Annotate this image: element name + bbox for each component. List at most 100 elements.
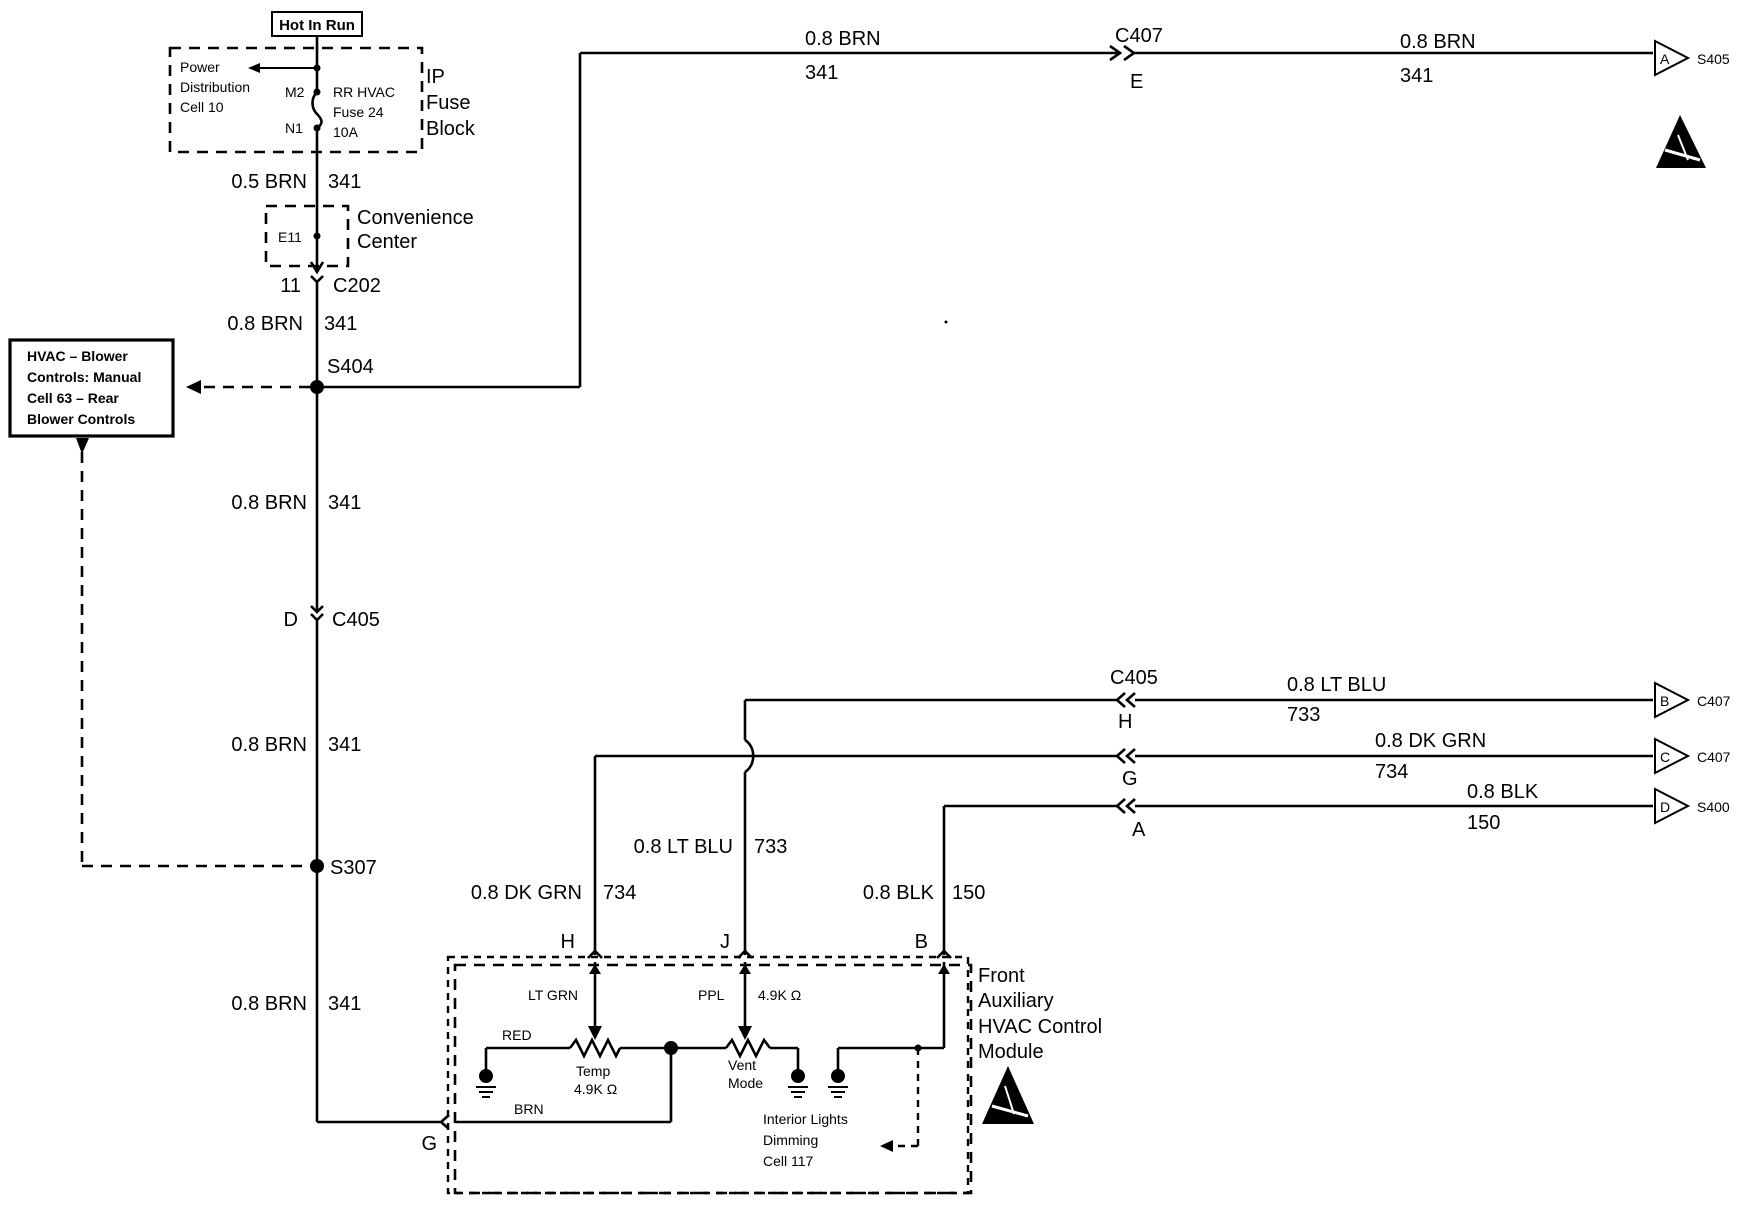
convenience-line-2: Center xyxy=(357,231,417,253)
w2-circuit: 341 xyxy=(324,313,357,335)
power-dist-line-1: Power xyxy=(180,59,220,75)
c405-connector-symbol xyxy=(310,605,324,614)
hvac-line-1: HVAC – Blower xyxy=(27,348,128,364)
w1-size: 0.5 BRN xyxy=(231,171,307,193)
module-title-4: Module xyxy=(978,1041,1044,1063)
dimming-line-1: Interior Lights xyxy=(763,1111,848,1127)
dkgrn-right-circuit: 734 xyxy=(1375,761,1408,783)
c405-mid-pin: D xyxy=(284,609,298,631)
blk-down-size: 0.8 BLK xyxy=(863,882,935,904)
ppl-label: PPL xyxy=(698,987,725,1003)
pin-m2: M2 xyxy=(285,84,305,100)
offpage-a-letter: A xyxy=(1660,51,1670,67)
pin-g-connector xyxy=(439,1114,450,1130)
top-right-circuit: 341 xyxy=(1400,65,1433,87)
blk-right-size: 0.8 BLK xyxy=(1467,781,1539,803)
hot-in-run-label: Hot In Run xyxy=(279,17,355,34)
c202-connector-symbol xyxy=(309,261,325,275)
fuse-block-line-2: Fuse xyxy=(426,92,470,114)
c405-right-label: C405 xyxy=(1110,667,1158,689)
dkgrn-down-circuit: 734 xyxy=(603,882,636,904)
module-title-3: HVAC Control xyxy=(978,1016,1102,1038)
convenience-center-outline xyxy=(264,204,350,268)
s307-label: S307 xyxy=(330,857,377,879)
top-left-size: 0.8 BRN xyxy=(805,28,881,50)
pin-h-right: H xyxy=(1118,711,1132,733)
hvac-line-2: Controls: Manual xyxy=(27,369,141,385)
esd-warning-icon xyxy=(1656,115,1706,168)
esd-warning-icon xyxy=(982,1066,1034,1124)
offpage-d-letter: D xyxy=(1660,799,1670,815)
dimming-line-3: Cell 117 xyxy=(763,1153,814,1169)
hvac-line-4: Blower Controls xyxy=(27,411,135,427)
pin-a-right: A xyxy=(1132,819,1146,841)
dkgrn-down-size: 0.8 DK GRN xyxy=(471,882,582,904)
ground-icon xyxy=(476,1069,496,1098)
fuse-line-1: RR HVAC xyxy=(333,84,395,100)
w5-circuit: 341 xyxy=(328,993,361,1015)
pin-11: 11 xyxy=(280,275,301,297)
w3-circuit: 341 xyxy=(328,492,361,514)
pin-b-mod: B xyxy=(915,931,928,953)
s404-splice xyxy=(310,380,324,394)
module-outline xyxy=(453,963,973,1195)
hvac-blower-controls-box xyxy=(8,338,175,438)
c407-top-label: C407 xyxy=(1115,25,1163,47)
vent-line-2: Mode xyxy=(728,1075,763,1091)
brn-label: BRN xyxy=(514,1101,544,1117)
offpage-b-ref: C407 xyxy=(1697,693,1731,709)
temp-line-1: Temp xyxy=(576,1063,610,1079)
ltblu-right-circuit: 733 xyxy=(1287,704,1320,726)
red-label: RED xyxy=(502,1027,532,1043)
pin-h-mod: H xyxy=(561,931,575,953)
fuse-symbol xyxy=(311,91,323,130)
ip-fuse-block-outline xyxy=(168,46,424,154)
temp-resistor xyxy=(568,1037,622,1059)
ltblu-down-circuit: 733 xyxy=(754,836,787,858)
vent-resistor xyxy=(724,1037,772,1059)
w4-size: 0.8 BRN xyxy=(231,734,307,756)
offpage-c-letter: C xyxy=(1660,749,1670,765)
pin-j-mod: J xyxy=(720,931,730,953)
vent-line-1: Vent xyxy=(728,1057,756,1073)
offpage-c-ref: C407 xyxy=(1697,749,1731,765)
lt-grn-label: LT GRN xyxy=(528,987,578,1003)
power-dist-line-3: Cell 10 xyxy=(180,99,224,115)
c407-connector-symbol xyxy=(1109,44,1123,62)
fuse-block-line-3: Block xyxy=(426,118,476,140)
c405-mid-label: C405 xyxy=(332,609,380,631)
blk-down-circuit: 150 xyxy=(952,882,985,904)
offpage-a-ref: S405 xyxy=(1697,51,1730,67)
ltblu-right-size: 0.8 LT BLU xyxy=(1287,674,1386,696)
c202-label: C202 xyxy=(333,275,381,297)
temp-line-2: 4.9K Ω xyxy=(574,1081,617,1097)
w2-size: 0.8 BRN xyxy=(227,313,303,335)
module-title-1: Front xyxy=(978,965,1025,987)
w5-size: 0.8 BRN xyxy=(231,993,307,1015)
offpage-d-ref: S400 xyxy=(1697,799,1730,815)
power-dist-line-2: Distribution xyxy=(180,79,250,95)
convenience-line-1: Convenience xyxy=(357,207,474,229)
pin-g-mod: G xyxy=(421,1133,437,1155)
dimming-line-2: Dimming xyxy=(763,1132,818,1148)
s307-splice xyxy=(310,859,324,873)
pin-g-right: G xyxy=(1122,768,1138,790)
w3-size: 0.8 BRN xyxy=(231,492,307,514)
fuse-line-2: Fuse 24 xyxy=(333,104,384,120)
module-title-2: Auxiliary xyxy=(978,990,1054,1012)
offpage-b-letter: B xyxy=(1660,693,1669,709)
pin-e11: E11 xyxy=(278,229,302,245)
ground-icon xyxy=(828,1069,848,1098)
ground-icon xyxy=(788,1069,808,1098)
dkgrn-right-size: 0.8 DK GRN xyxy=(1375,730,1486,752)
w1-circuit: 341 xyxy=(328,171,361,193)
arrow-to-hvac-box xyxy=(186,380,201,394)
w4-circuit: 341 xyxy=(328,734,361,756)
fuse-line-3: 10A xyxy=(333,124,359,140)
top-left-circuit: 341 xyxy=(805,62,838,84)
ltblu-down-size: 0.8 LT BLU xyxy=(634,836,733,858)
pin-n1: N1 xyxy=(285,120,303,136)
res-ohm-label: 4.9K Ω xyxy=(758,987,801,1003)
